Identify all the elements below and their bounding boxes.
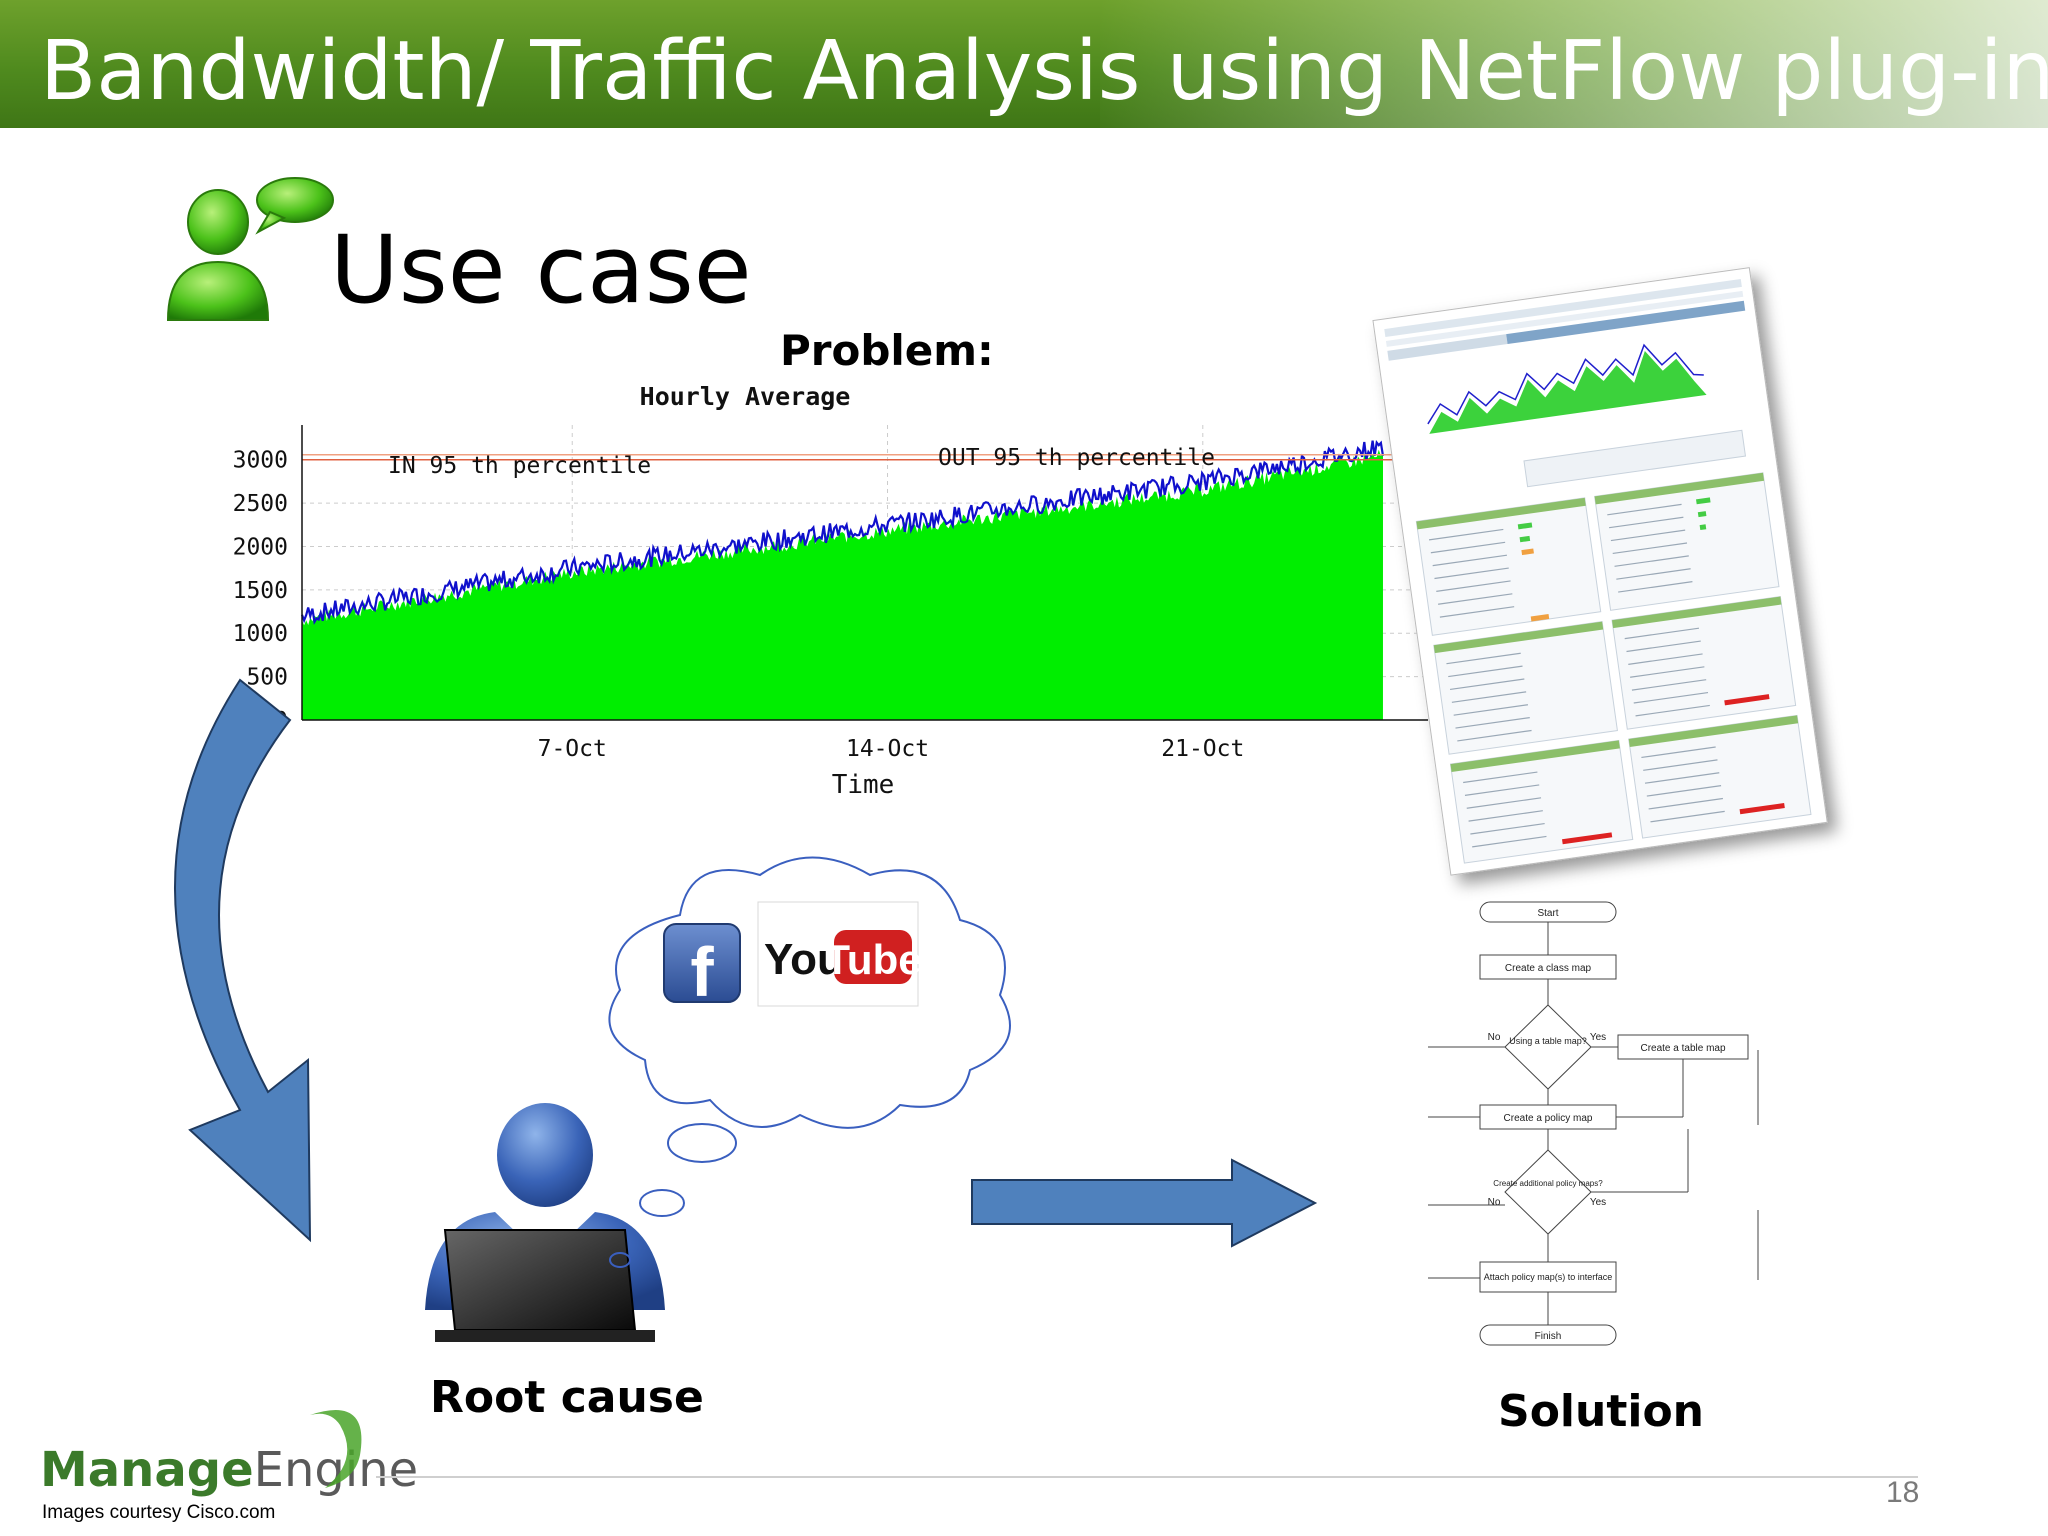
svg-text:Create additional policy maps?: Create additional policy maps? <box>1493 1179 1603 1188</box>
line-series <box>300 439 1385 625</box>
svg-text:Attach policy map(s) to interf: Attach policy map(s) to interface <box>1484 1272 1613 1282</box>
chart-title: Hourly Average <box>640 382 851 411</box>
title-bar-sheen <box>1100 0 2048 128</box>
svg-text:Using a table map?: Using a table map? <box>1509 1036 1587 1046</box>
y-tick-label: 500 <box>246 665 288 691</box>
flow-label-yes: Yes <box>1590 1032 1606 1043</box>
brand-manage: Manage <box>40 1442 254 1498</box>
flow-node-decision-additional <box>1504 1149 1592 1235</box>
area-series <box>302 449 1383 720</box>
out-percentile-label: OUT 95 th percentile <box>938 445 1215 471</box>
svg-text:You: You <box>764 935 844 984</box>
flow-node-decision-table-map <box>1504 1004 1592 1090</box>
flow-node-attach <box>1479 1261 1617 1293</box>
flow-node-table-map <box>1617 1034 1749 1060</box>
slide-title: Bandwidth/ Traffic Analysis using NetFlo… <box>40 24 2048 119</box>
solution-label: Solution <box>1498 1386 1704 1437</box>
problem-label: Problem: <box>780 326 994 375</box>
y-tick-label: 3000 <box>233 448 288 474</box>
y-tick-label: 1000 <box>233 621 288 647</box>
page-number: 18 <box>1886 1476 1920 1509</box>
title-bar <box>0 0 2048 128</box>
svg-text:Create a class map: Create a class map <box>1505 963 1592 974</box>
x-tick-label: 14-Oct <box>846 736 929 762</box>
in-percentile-label: IN 95 th percentile <box>388 453 651 479</box>
svg-text:Create a policy map: Create a policy map <box>1504 1113 1593 1124</box>
right-arrow <box>971 1158 1318 1248</box>
flow-node-finish <box>1479 1324 1617 1346</box>
policy-flowchart: Start Create a class map Using a table m… <box>1428 901 1759 1346</box>
y-tick-label: 2500 <box>233 491 288 517</box>
flow-label-no: No <box>1488 1032 1501 1043</box>
flow-label-yes: Yes <box>1590 1197 1606 1208</box>
curved-arrow <box>174 678 312 1243</box>
flow-label-no: No <box>1488 1197 1501 1208</box>
image-credit: Images courtesy Cisco.com <box>42 1502 276 1523</box>
hourly-average-chart: Hourly Average IN 95 th percentile OUT 9… <box>233 382 1428 800</box>
y-tick-label: 2000 <box>233 534 288 560</box>
root-cause-label: Root cause <box>430 1372 704 1423</box>
use-case-heading: Use case <box>330 216 752 325</box>
x-tick-label: 7-Oct <box>538 736 607 762</box>
footer-divider <box>376 1476 1918 1478</box>
user-chat-icon <box>166 177 334 321</box>
youtube-icon: You Tube <box>757 901 922 1007</box>
report-screenshot <box>1372 267 1828 876</box>
brand-engine: Engine <box>253 1442 419 1498</box>
svg-text:Start: Start <box>1537 908 1558 919</box>
x-tick-label: 21-Oct <box>1161 736 1244 762</box>
svg-text:f: f <box>690 933 714 1011</box>
facebook-icon: f <box>663 923 741 1011</box>
y-tick-label: 1500 <box>233 578 288 604</box>
manageengine-logo: ManageEngine <box>40 1442 418 1498</box>
svg-text:Tube: Tube <box>824 936 921 983</box>
x-axis-label: Time <box>832 770 895 800</box>
logo-swoosh-icon <box>310 1410 362 1488</box>
svg-text:Create a table map: Create a table map <box>1640 1043 1725 1054</box>
flow-node-class-map <box>1479 954 1617 980</box>
svg-text:Finish: Finish <box>1535 1331 1562 1342</box>
person-with-laptop-icon <box>425 1103 665 1342</box>
